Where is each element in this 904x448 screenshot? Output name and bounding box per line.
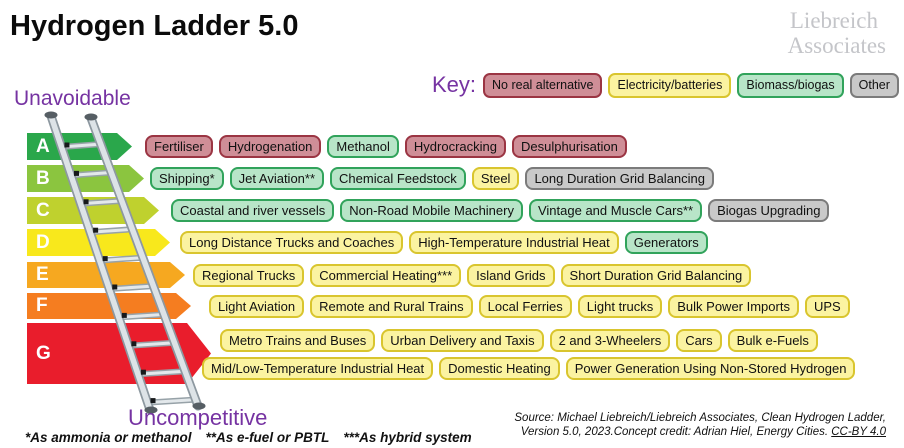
use-pill-light-trucks: Light trucks (577, 295, 663, 318)
use-pill-mid-low-temperature-industrial-heat: Mid/Low-Temperature Industrial Heat (202, 357, 434, 380)
use-pill-2-and-3-wheelers: 2 and 3-Wheelers (549, 329, 671, 352)
grade-arrow-C: C (27, 197, 159, 224)
grade-arrow-A: A (27, 133, 132, 160)
use-pill-high-temperature-industrial-heat: High-Temperature Industrial Heat (409, 231, 619, 254)
use-pill-light-aviation: Light Aviation (209, 295, 305, 318)
license-link[interactable]: CC-BY 4.0 (831, 425, 886, 438)
use-pill-urban-delivery-and-taxis: Urban Delivery and Taxis (381, 329, 544, 352)
use-pill-power-generation-using-non-stored-hydrogen: Power Generation Using Non-Stored Hydrog… (565, 357, 856, 380)
use-pill-generators: Generators (624, 231, 708, 254)
grade-arrow-D: D (27, 229, 170, 256)
use-pill-methanol: Methanol (327, 135, 399, 158)
use-pill-coastal-and-river-vessels: Coastal and river vessels (171, 199, 335, 222)
footnote-3: ***As hybrid system (343, 430, 472, 445)
grade-label-D: D (36, 231, 50, 253)
key-pill-no-alternative: No real alternative (483, 72, 603, 98)
use-pill-metro-trains-and-buses: Metro Trains and Buses (220, 329, 376, 352)
grade-arrow-B: B (27, 165, 144, 192)
logo-line1: Liebreich (789, 8, 878, 33)
key-pill-other: Other (849, 72, 899, 98)
key-pill-electricity: Electricity/batteries (608, 72, 732, 98)
grade-arrow-G: G (27, 323, 211, 384)
use-pill-biogas-upgrading: Biogas Upgrading (708, 199, 830, 222)
grade-label-B: B (36, 167, 50, 189)
page-title: Hydrogen Ladder 5.0 (10, 10, 299, 42)
use-pill-remote-and-rural-trains: Remote and Rural Trains (310, 295, 473, 318)
grade-label-C: C (36, 199, 50, 221)
source-line2-text: Version 5.0, 2023.Concept credit: Adrian… (520, 425, 829, 438)
use-pill-hydrocracking: Hydrocracking (404, 135, 506, 158)
use-pill-hydrogenation: Hydrogenation (218, 135, 322, 158)
use-pill-cars: Cars (676, 329, 722, 352)
grade-label-E: E (36, 264, 49, 285)
use-pill-domestic-heating: Domestic Heating (439, 357, 560, 380)
footnote-2: **As e-fuel or PBTL (205, 430, 330, 445)
footnote-1: *As ammonia or methanol (25, 430, 192, 445)
use-pill-short-duration-grid-balancing: Short Duration Grid Balancing (560, 264, 752, 287)
use-pill-long-duration-grid-balancing: Long Duration Grid Balancing (525, 167, 715, 190)
grade-arrow-F: F (27, 293, 191, 319)
use-pill-bulk-power-imports: Bulk Power Imports (668, 295, 799, 318)
source-attribution: Source: Michael Liebreich/Liebreich Asso… (514, 412, 886, 439)
grade-label-A: A (36, 135, 50, 157)
grade-label-F: F (36, 295, 48, 316)
source-line2: Version 5.0, 2023.Concept credit: Adrian… (514, 426, 886, 440)
use-pill-regional-trucks: Regional Trucks (193, 264, 305, 287)
use-row-B: Shipping*Jet Aviation**Chemical Feedstoc… (150, 167, 715, 190)
use-pill-bulk-e-fuels: Bulk e-Fuels (727, 329, 818, 352)
use-pill-vintage-and-muscle-cars: Vintage and Muscle Cars** (528, 199, 703, 222)
use-pill-fertiliser: Fertiliser (145, 135, 213, 158)
footnotes: *As ammonia or methanol **As e-fuel or P… (25, 430, 472, 445)
use-pill-shipping: Shipping* (150, 167, 224, 190)
use-pill-steel: Steel (471, 167, 520, 190)
axis-label-uncompetitive: Uncompetitive (128, 405, 268, 430)
use-pill-desulphurisation: Desulphurisation (511, 135, 627, 158)
use-pill-jet-aviation: Jet Aviation** (229, 167, 325, 190)
axis-label-unavoidable: Unavoidable (14, 87, 131, 110)
liebreich-associates-logo: Liebreich Associates (788, 8, 886, 58)
use-pill-commercial-heating: Commercial Heating*** (310, 264, 462, 287)
use-pill-ups: UPS (804, 295, 850, 318)
grade-label-G: G (36, 342, 51, 364)
use-pill-non-road-mobile-machinery: Non-Road Mobile Machinery (340, 199, 523, 222)
logo-line2: Associates (787, 33, 886, 58)
legend-title: Key: (432, 72, 477, 97)
key-pill-biomass: Biomass/biogas (737, 72, 844, 98)
use-pill-local-ferries: Local Ferries (478, 295, 572, 318)
use-pill-chemical-feedstock: Chemical Feedstock (330, 167, 466, 190)
use-pill-long-distance-trucks-and-coaches: Long Distance Trucks and Coaches (180, 231, 404, 254)
grade-arrow-E: E (27, 262, 185, 288)
use-pill-island-grids: Island Grids (467, 264, 555, 287)
source-line1: Source: Michael Liebreich/Liebreich Asso… (514, 412, 886, 424)
